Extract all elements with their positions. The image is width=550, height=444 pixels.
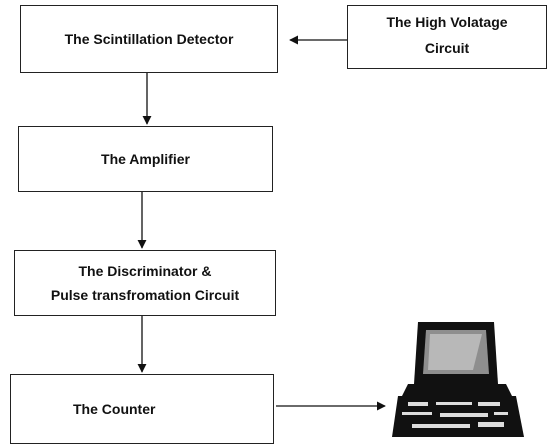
scintillation-detector-box: The Scintillation Detector [20,5,278,73]
amplifier-label: The Amplifier [101,151,190,167]
amplifier-box: The Amplifier [18,126,273,192]
computer-icon [392,322,524,437]
high-voltage-circuit-label: The High Volatage Circuit [386,14,508,56]
high-voltage-circuit-box: The High Volatage Circuit [347,5,547,69]
discriminator-label: The Discriminator & Pulse transfromation… [50,263,240,303]
scintillation-detector-label: The Scintillation Detector [64,31,234,47]
counter-label: The Counter [73,401,156,417]
discriminator-box: The Discriminator & Pulse transfromation… [14,250,276,316]
counter-box: The Counter [10,374,274,444]
